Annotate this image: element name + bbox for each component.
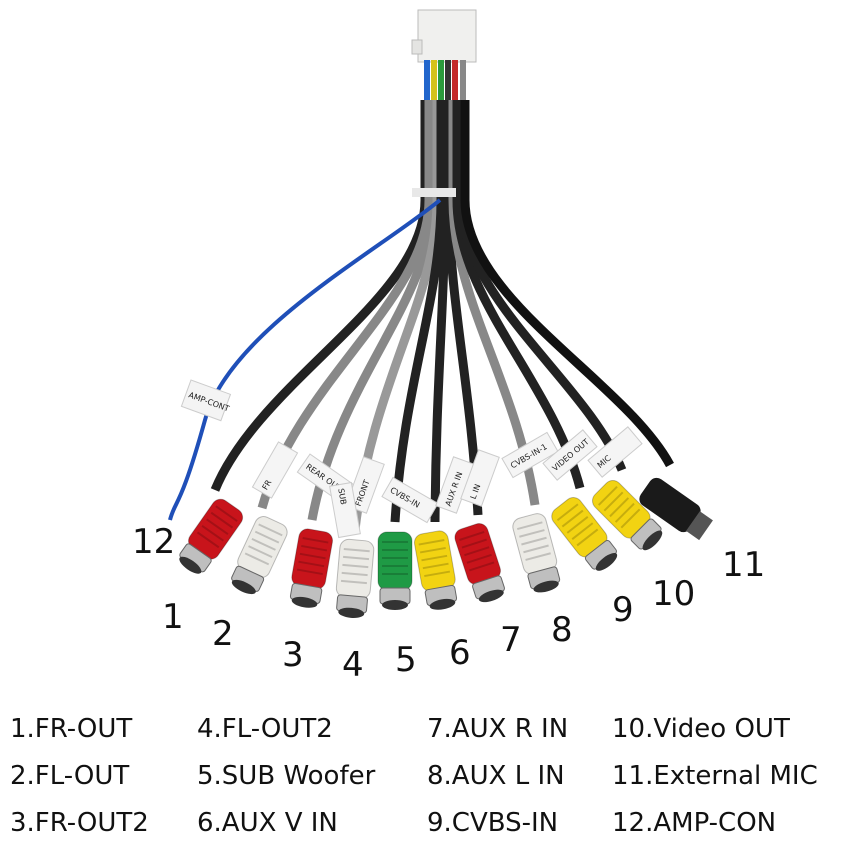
callout-7: 7 xyxy=(500,620,522,660)
cable-tag: AUX R IN xyxy=(435,456,475,514)
cable-wire xyxy=(456,100,627,472)
cable-tag: FR xyxy=(251,441,299,499)
legend-item: 1.FR-OUT xyxy=(10,714,133,744)
rca-plug-2 xyxy=(231,516,288,595)
svg-text:SUB: SUB xyxy=(336,488,348,506)
legend-item: 7.AUX R IN xyxy=(427,714,569,744)
callout-3: 3 xyxy=(282,635,304,675)
legend-item: 3.FR-OUT2 xyxy=(10,808,149,838)
legend-item: 8.AUX L IN xyxy=(427,761,565,791)
legend-item: 2.FL-OUT xyxy=(10,761,130,791)
legend-item: 6.AUX V IN xyxy=(197,808,338,838)
cable-tie xyxy=(412,188,456,197)
callout-12: 12 xyxy=(132,522,176,562)
callout-6: 6 xyxy=(449,633,471,673)
legend-item: 11.External MIC xyxy=(612,761,818,791)
cable-bundle xyxy=(210,100,674,531)
blue-amp-wire xyxy=(168,198,442,521)
wire-harness-connector xyxy=(411,9,477,100)
callout-1: 1 xyxy=(162,597,184,637)
cable-tag-amp: AMP-CONT xyxy=(180,379,232,422)
rca-plug-5 xyxy=(377,531,413,610)
cable-wire xyxy=(390,100,446,523)
callout-10: 10 xyxy=(652,574,696,614)
cable-tag: L IN xyxy=(460,449,500,507)
cable-wire xyxy=(430,100,450,523)
rca-plug-1 xyxy=(179,498,244,574)
cable-tag: MIC xyxy=(587,426,643,478)
legend-item: 12.AMP-CON xyxy=(612,808,777,838)
rca-plug-7 xyxy=(454,523,505,603)
cable-tag: CVBS-IN xyxy=(381,476,439,524)
rca-plug-10 xyxy=(591,479,663,551)
callout-4: 4 xyxy=(342,645,364,685)
rca-plug-8 xyxy=(512,513,561,593)
legend-item: 4.FL-OUT2 xyxy=(197,714,333,744)
cable-tag: SUB xyxy=(329,481,361,539)
cable-wire xyxy=(307,100,438,521)
rca-plug-9 xyxy=(551,497,618,571)
rca-plug-6 xyxy=(413,530,458,610)
rca-plug-3 xyxy=(289,528,334,608)
legend-item: 10.Video OUT xyxy=(612,714,790,744)
callout-5: 5 xyxy=(395,640,417,680)
callout-8: 8 xyxy=(551,610,573,650)
rca-plug-4 xyxy=(335,538,375,618)
callout-9: 9 xyxy=(612,590,634,630)
legend-item: 5.SUB Woofer xyxy=(197,761,376,791)
cable-wire xyxy=(210,100,430,492)
callout-11: 11 xyxy=(722,545,766,585)
legend-item: 9.CVBS-IN xyxy=(427,808,559,838)
rca-plug-11 xyxy=(639,477,713,541)
callout-2: 2 xyxy=(212,614,234,654)
cable-wire xyxy=(460,100,674,468)
